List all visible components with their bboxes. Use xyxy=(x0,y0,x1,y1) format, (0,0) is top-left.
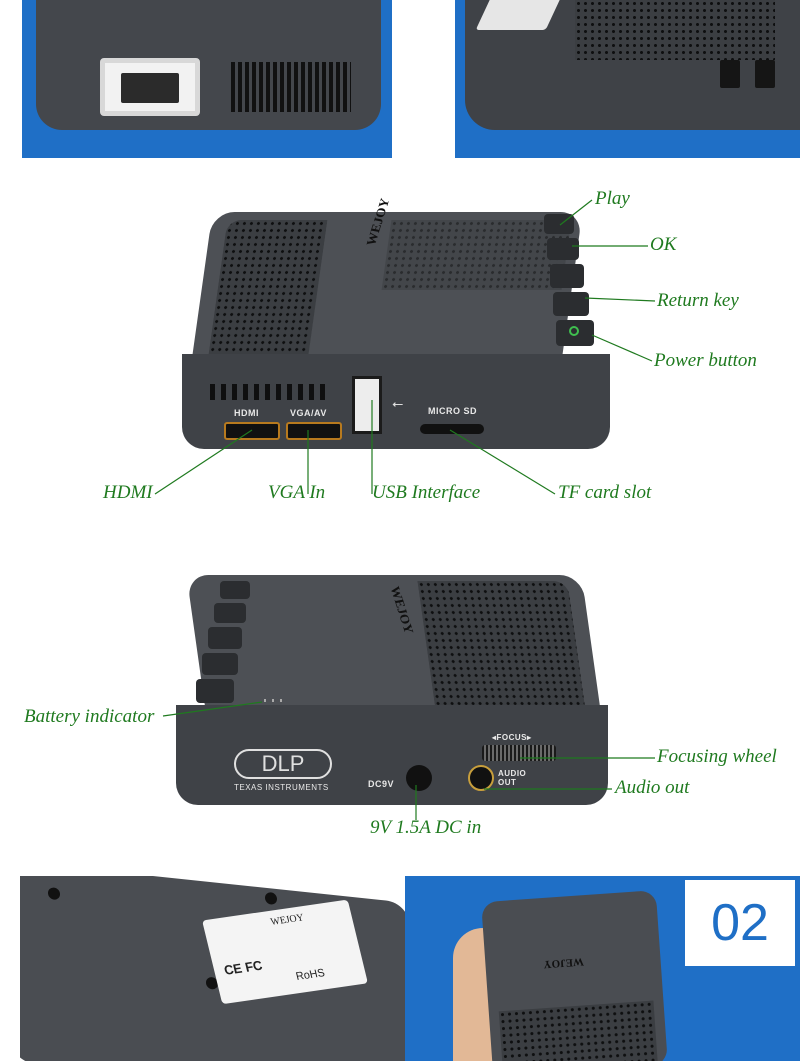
projector-side-view: WEJOY DLP TEXAS INSTRUMENTS DC9V ◂FOCUS▸… xyxy=(176,575,608,805)
speaker-grille xyxy=(208,220,328,358)
brand-logo-3: WEJOY xyxy=(543,955,585,971)
label-battery-indicator: Battery indicator xyxy=(24,706,155,727)
top-left-photo xyxy=(22,0,392,158)
side-button-4[interactable] xyxy=(202,653,238,675)
label-focusing-wheel: Focusing wheel xyxy=(657,746,777,767)
power-icon xyxy=(569,326,579,336)
projector-corner-closeup xyxy=(465,0,800,130)
dc-jack[interactable] xyxy=(406,765,432,791)
focus-wheel[interactable] xyxy=(482,745,556,761)
vga-printed-label: VGA/AV xyxy=(290,408,327,418)
spec-sticker: CE FC RoHS WEJOY xyxy=(202,899,368,1005)
button-return[interactable] xyxy=(553,292,589,316)
foot-1 xyxy=(48,886,60,901)
usb-port[interactable] xyxy=(352,376,382,434)
projector-underside: CE FC RoHS WEJOY xyxy=(20,876,410,1061)
label-play: Play xyxy=(595,188,630,209)
projector-main-view: WEJOY HDMI VGA/AV ⭠ MICRO SD xyxy=(182,197,610,449)
label-return-key: Return key xyxy=(657,290,739,311)
sticker-brand: WEJOY xyxy=(269,912,306,928)
device-front-face-2: DLP TEXAS INSTRUMENTS DC9V ◂FOCUS▸ AUDIO… xyxy=(176,705,608,805)
audio-jack[interactable] xyxy=(468,765,494,791)
foot-2 xyxy=(265,891,277,906)
button-power[interactable] xyxy=(556,320,594,346)
sticker-ce-fc: CE FC xyxy=(222,957,264,978)
device-front-face: HDMI VGA/AV ⭠ MICRO SD xyxy=(182,354,610,449)
brand-logo-2: WEJOY xyxy=(387,585,417,635)
label-hdmi: HDMI xyxy=(103,482,153,503)
dlp-logo: DLP xyxy=(234,749,332,779)
side-button-5[interactable] xyxy=(196,679,234,703)
dc9v-printed-label: DC9V xyxy=(368,779,395,789)
button-play[interactable] xyxy=(544,214,574,234)
audio-out-printed-label: AUDIO OUT xyxy=(498,769,527,787)
side-button-3[interactable] xyxy=(208,627,242,649)
side-button-2[interactable] xyxy=(214,603,246,623)
button-ok[interactable] xyxy=(547,238,579,260)
vent-left xyxy=(210,384,330,400)
label-audio-out: Audio out xyxy=(615,777,690,798)
top-right-photo xyxy=(455,0,800,158)
hdmi-printed-label: HDMI xyxy=(234,408,259,418)
battery-led xyxy=(264,699,288,702)
bottom-left-photo: CE FC RoHS WEJOY xyxy=(20,876,410,1061)
panel-number: 02 xyxy=(685,880,795,966)
label-vga-in: VGA In xyxy=(268,482,326,503)
device-top-surface: WEJOY xyxy=(191,197,583,362)
button-menu[interactable] xyxy=(550,264,584,288)
sticker-rohs: RoHS xyxy=(294,966,327,984)
vent-slots xyxy=(231,62,351,112)
label-dc-in: 9V 1.5A DC in xyxy=(370,817,482,838)
label-power-button: Power button xyxy=(654,350,757,371)
projector-in-hand: WEJOY xyxy=(481,890,668,1061)
side-button-1[interactable] xyxy=(220,581,250,599)
lens-window xyxy=(100,58,200,116)
texas-instruments-text: TEXAS INSTRUMENTS xyxy=(234,783,329,792)
micro-sd-slot[interactable] xyxy=(420,424,484,434)
usb-icon: ⭠ xyxy=(392,396,404,412)
projector-front-closeup xyxy=(36,0,381,130)
label-ok: OK xyxy=(650,234,677,255)
micro-sd-printed-label: MICRO SD xyxy=(428,406,477,416)
label-tf-card-slot: TF card slot xyxy=(558,482,652,503)
hdmi-port[interactable] xyxy=(224,422,280,440)
focus-printed-label: ◂FOCUS▸ xyxy=(492,733,532,742)
bottom-right-photo: WEJOY 02 xyxy=(405,876,800,1061)
speaker-grille-2 xyxy=(417,581,585,705)
label-usb-interface: USB Interface xyxy=(372,482,481,503)
vga-port[interactable] xyxy=(286,422,342,440)
